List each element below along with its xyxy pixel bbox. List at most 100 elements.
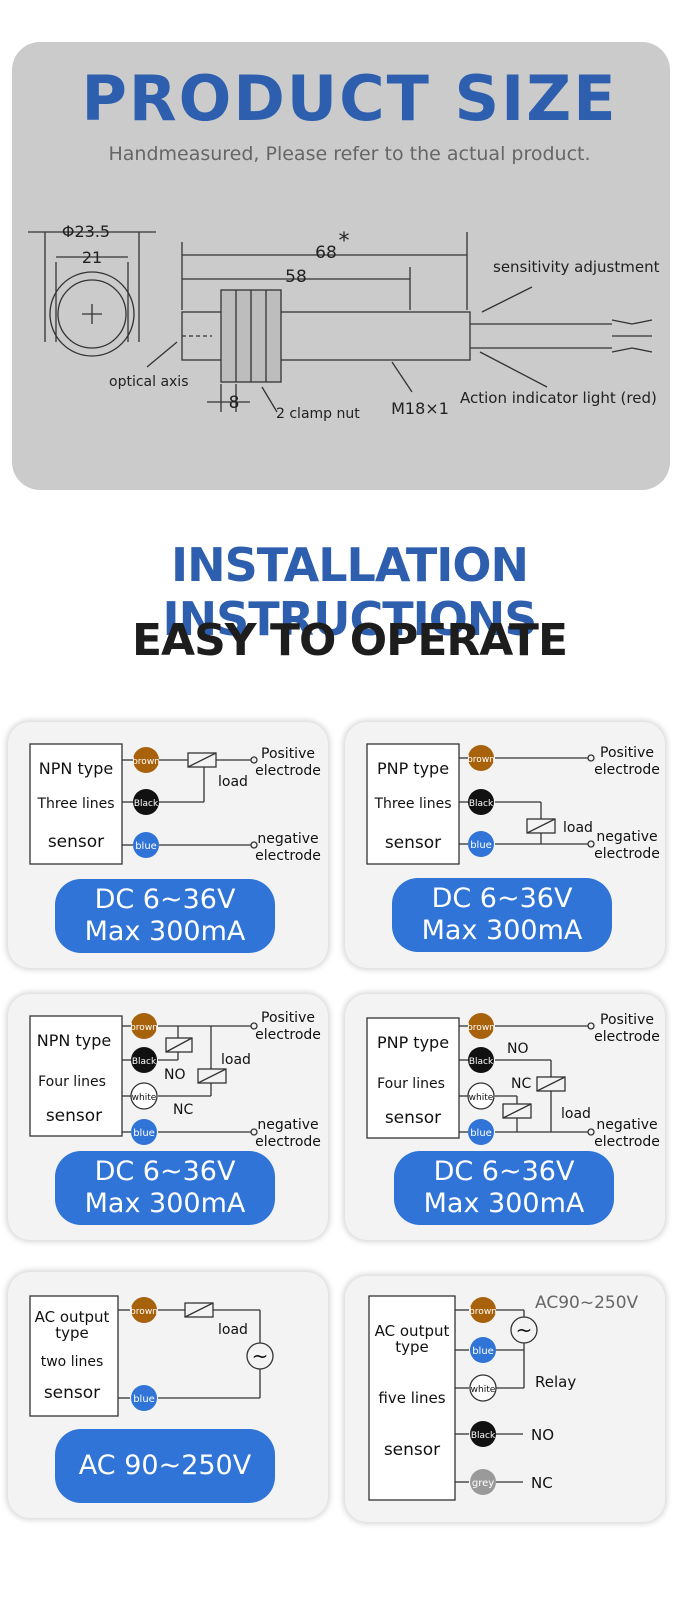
black-wire-dot	[470, 1421, 496, 1447]
ac-source-icon: ~	[516, 1318, 533, 1342]
white-wire-dot	[469, 1374, 497, 1402]
installation-title: INSTALLATION INSTRUCTIONS	[162, 538, 538, 646]
sensor-lines-label: five lines	[378, 1389, 445, 1407]
no-label: NO	[507, 1041, 529, 1057]
sensor-type-label: PNP type	[377, 1033, 449, 1052]
sensor-type-label: AC output	[35, 1308, 110, 1326]
sensor-label: sensor	[46, 1106, 102, 1126]
wire-label: white	[469, 1093, 494, 1103]
sensitivity-label: sensitivity adjustment	[493, 258, 660, 276]
positive-label: Positive	[600, 1012, 654, 1028]
blue-wire-dot	[131, 1385, 157, 1411]
spec-current: Max 300mA	[84, 1188, 246, 1219]
wire-label: white	[471, 1385, 496, 1395]
wire-label: Black	[132, 1057, 157, 1067]
electrode-label: electrode	[255, 848, 321, 864]
product-size-panel: Φ23.5 21 68 * 58 8 M18×1 sensitivity adj…	[12, 42, 670, 490]
ac-source-icon: ~	[252, 1344, 269, 1368]
load-label: load	[221, 1052, 251, 1068]
sensor-label: sensor	[385, 1108, 441, 1128]
spec-current: Max 300mA	[421, 915, 583, 946]
spec-current: Max 300mA	[423, 1188, 585, 1219]
spec-current: Max 300mA	[84, 916, 246, 947]
electrode-label: electrode	[594, 846, 660, 862]
wire-label: blue	[133, 1394, 155, 1405]
wire-label: blue	[472, 1346, 494, 1357]
negative-label: negative	[596, 1117, 657, 1133]
dimension-drawing: Φ23.5 21 68 * 58 8 M18×1 sensitivity adj…	[28, 222, 660, 422]
wire-label: brown	[130, 1307, 158, 1317]
nc-label: NC	[511, 1076, 531, 1092]
white-wire-dot	[467, 1082, 495, 1110]
blue-wire-dot	[468, 1119, 494, 1145]
dim-total-label: 68	[315, 243, 337, 263]
electrode-label: electrode	[255, 763, 321, 779]
sensor-label: sensor	[48, 832, 104, 852]
spec-pill: DC 6~36V Max 300mA	[55, 879, 275, 953]
brown-wire-dot	[133, 747, 159, 773]
ac-voltage-label: AC90~250V	[535, 1293, 639, 1313]
wire-label: brown	[132, 757, 160, 767]
sensor-type-label: NPN type	[39, 759, 113, 778]
card-pnp-four-lines: brown Black white blue PNP type Four lin…	[345, 994, 665, 1240]
positive-label: Positive	[261, 746, 315, 762]
load-label: load	[563, 820, 593, 836]
spec-voltage: DC 6~36V	[431, 883, 573, 914]
load-label: load	[218, 1322, 248, 1338]
no-label: NO	[164, 1067, 186, 1083]
negative-label: negative	[596, 829, 657, 845]
brown-wire-dot	[470, 1297, 496, 1323]
brown-wire-dot	[131, 1297, 157, 1323]
negative-label: negative	[257, 1117, 318, 1133]
spec-voltage: DC 6~36V	[94, 884, 236, 915]
wire-label: Black	[469, 1057, 494, 1067]
wire-label: Black	[469, 799, 494, 809]
sensor-label: sensor	[385, 833, 441, 853]
card-pnp-three-lines: brown Black blue PNP type Three lines se…	[345, 722, 665, 968]
spec-voltage: DC 6~36V	[433, 1156, 575, 1187]
electrode-label: electrode	[594, 1029, 660, 1045]
nc-label: NC	[173, 1102, 193, 1118]
electrode-label: electrode	[255, 1134, 321, 1150]
sensor-label: sensor	[384, 1440, 440, 1460]
no-label: NO	[531, 1426, 554, 1444]
blue-wire-dot	[133, 832, 159, 858]
sensor-lines-label: Three lines	[36, 796, 114, 812]
sensor-type-label: NPN type	[37, 1031, 111, 1050]
dim-star: *	[339, 229, 350, 254]
sensor-lines-label: Four lines	[38, 1074, 106, 1090]
spec-pill: DC 6~36V Max 300mA	[55, 1151, 275, 1225]
dim-body-label: 58	[285, 267, 307, 287]
positive-label: Positive	[261, 1010, 315, 1026]
wire-label: grey	[472, 1478, 494, 1489]
sensor-type-label: type	[55, 1324, 89, 1342]
sensor-lines-label: Three lines	[373, 796, 451, 812]
relay-label: Relay	[535, 1373, 576, 1391]
dim-inner-label: 21	[82, 248, 102, 267]
dim-phi-label: Φ23.5	[62, 222, 110, 241]
wire-label: brown	[467, 1023, 495, 1033]
wire-label: Black	[134, 799, 159, 809]
sensor-lines-label: two lines	[41, 1354, 104, 1370]
sensor-label: sensor	[44, 1383, 100, 1403]
positive-label: Positive	[600, 745, 654, 761]
card-npn-four-lines: brown Black white blue NPN type Four lin…	[8, 994, 328, 1240]
wire-label: white	[132, 1093, 157, 1103]
product-size-title: PRODUCT SIZE	[81, 62, 618, 135]
sensor-type-label: type	[395, 1338, 429, 1356]
sensor-type-label: PNP type	[377, 759, 449, 778]
wire-label: brown	[130, 1023, 158, 1033]
black-wire-dot	[468, 789, 494, 815]
card-ac-five-lines: brown blue white Black grey ~ AC90~250V …	[345, 1276, 665, 1522]
wire-label: blue	[133, 1128, 155, 1139]
indicator-label: Action indicator light (red)	[460, 389, 657, 407]
card-npn-three-lines: brown Black blue NPN type Three lines se…	[8, 722, 328, 968]
spec-voltage: DC 6~36V	[94, 1156, 236, 1187]
easy-to-operate-title: EASY TO OPERATE	[131, 615, 568, 666]
wire-label: blue	[470, 1128, 492, 1139]
optical-axis-label: optical axis	[109, 374, 189, 390]
front-view-outer-circle	[49, 271, 135, 357]
wire-label: brown	[467, 755, 495, 765]
blue-wire-dot	[470, 1337, 496, 1363]
wire-label: brown	[469, 1307, 497, 1317]
